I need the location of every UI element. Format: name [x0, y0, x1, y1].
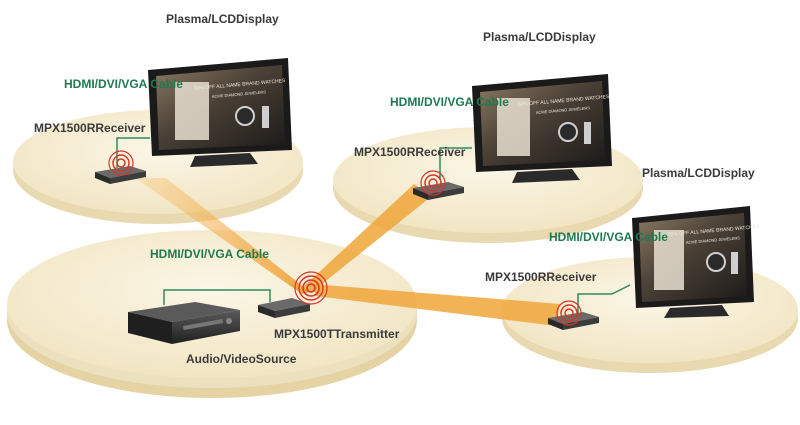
- receiver-label: MPX1500RReceiver: [354, 145, 466, 159]
- beam-to-receiver-right: [312, 284, 560, 326]
- display-icon: [472, 74, 612, 183]
- signal-rings-icon: [556, 300, 582, 326]
- receiver-label: MPX1500RReceiver: [34, 121, 146, 135]
- cable-label: HDMI/DVI/VGA Cable: [549, 230, 668, 244]
- cable-label: HDMI/DVI/VGA Cable: [64, 77, 183, 91]
- display-label: Plasma/LCDDisplay: [483, 30, 596, 44]
- display-label: Plasma/LCDDisplay: [642, 166, 755, 180]
- screen-ad-subline: ACME DIAMOND JEWELERS: [536, 105, 591, 115]
- display-label: Plasma/LCDDisplay: [166, 12, 279, 26]
- transmitter-icon: [258, 298, 310, 318]
- beam-to-receiver-middle: [300, 184, 432, 292]
- cable-receiver-middle: [439, 147, 472, 180]
- cable-source-transmitter: [163, 289, 271, 305]
- receiver-label: MPX1500RReceiver: [485, 270, 597, 284]
- signal-rings-icon: [108, 150, 134, 176]
- av-source-icon: [128, 302, 240, 344]
- display-icon: [148, 58, 292, 167]
- cable-label: HDMI/DVI/VGA Cable: [150, 247, 269, 261]
- transmitter-label: MPX1500TTransmitter: [274, 327, 400, 341]
- source-label: Audio/VideoSource: [186, 352, 297, 366]
- screen-ad-subline: ACME DIAMOND JEWELERS: [212, 89, 267, 99]
- cable-receiver-right: [577, 284, 631, 322]
- cable-receiver-left: [116, 137, 150, 168]
- signal-rings-icon: [420, 170, 446, 196]
- screen-ad-subline: ACME DIAMOND JEWELERS: [686, 235, 741, 245]
- cable-label: HDMI/DVI/VGA Cable: [390, 95, 509, 109]
- signal-rings-icon: [294, 271, 328, 305]
- receiver-icon: [95, 166, 146, 184]
- display-icon: [632, 206, 754, 318]
- beam-to-receiver-left: [135, 178, 310, 294]
